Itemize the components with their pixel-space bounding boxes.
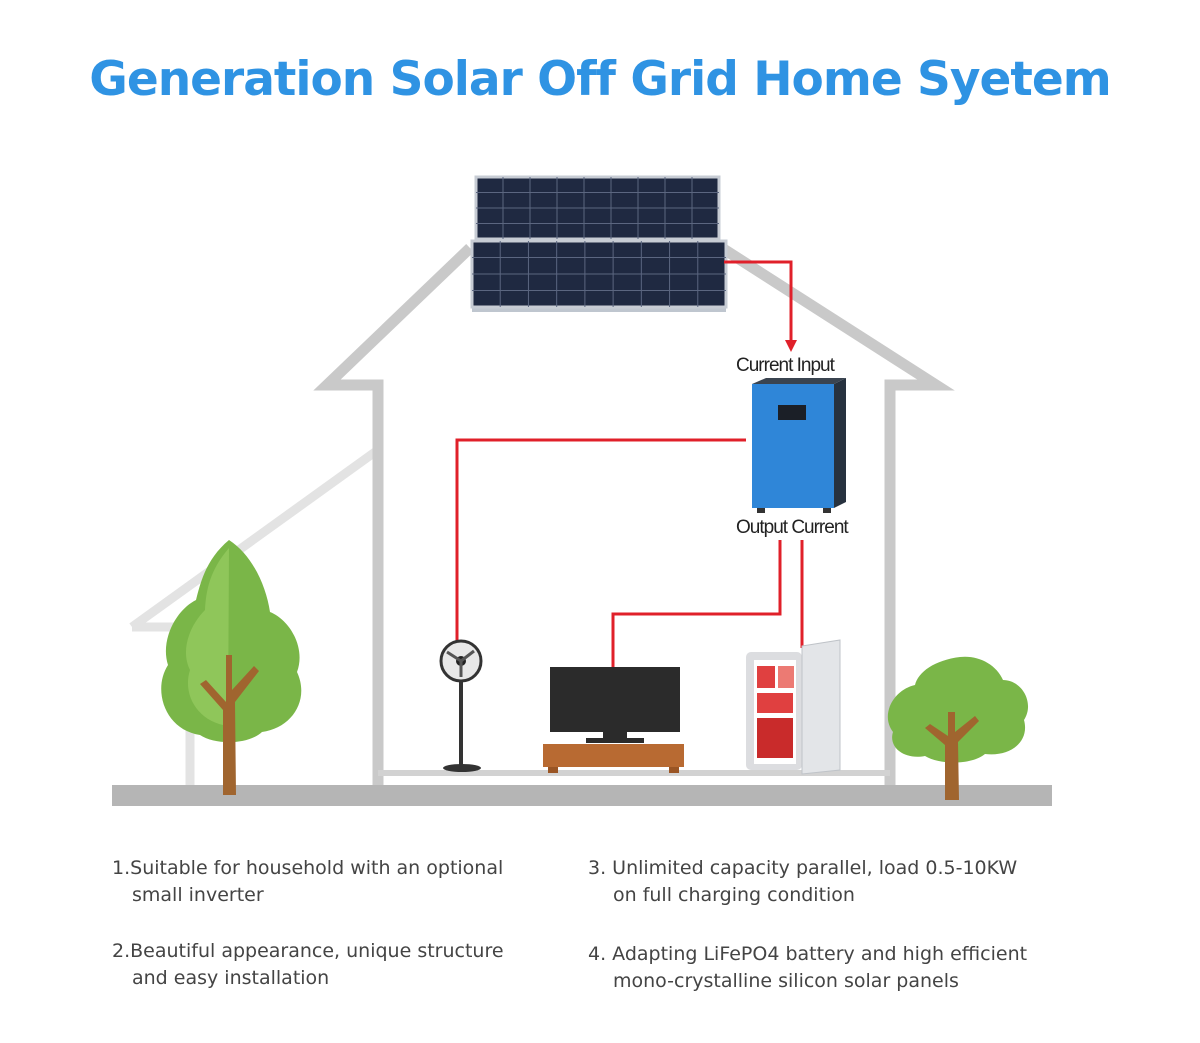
floor-line: [378, 770, 890, 776]
current-input-label: Current Input: [736, 355, 835, 376]
feature-text-line2: on full charging condition: [613, 884, 855, 906]
feature-number: 2.: [112, 940, 131, 962]
feature-text-line1: Suitable for household with an optional: [130, 857, 504, 879]
feature-number: 4.: [588, 943, 613, 965]
tree-icon: [887, 656, 1029, 800]
output-current-label: Output Current: [736, 517, 849, 538]
tv-icon: [543, 667, 684, 773]
ground: [112, 785, 1052, 806]
feature-text-line2: and easy installation: [132, 967, 330, 989]
feature-text-line2: small inverter: [132, 884, 264, 906]
feature-text-line2: mono-crystalline silicon solar panels: [613, 970, 959, 992]
feature-number: 1.: [112, 857, 131, 879]
tree-icon: [161, 540, 302, 795]
fan-icon: [439, 639, 483, 772]
feature-text-line1: Unlimited capacity parallel, load 0.5-10…: [612, 857, 1018, 879]
feature-text-line1: Beautiful appearance, unique structure: [130, 940, 504, 962]
input-arrow-icon: [785, 340, 797, 352]
feature-2: 2.Beautiful appearance, unique structure…: [112, 938, 504, 992]
feature-text-line1: Adapting LiFePO4 battery and high effici…: [612, 943, 1028, 965]
wiring: [455, 260, 804, 667]
feature-number: 3.: [588, 857, 613, 879]
solar-panel-icon: [470, 175, 728, 312]
feature-1: 1.Suitable for household with an optiona…: [112, 855, 503, 909]
feature-3: 3. Unlimited capacity parallel, load 0.5…: [588, 855, 1017, 909]
house-outline: [313, 243, 955, 787]
diagram-title: Generation Solar Off Grid Home Syetem: [89, 52, 1112, 107]
inverter-icon: [752, 378, 846, 513]
feature-4: 4. Adapting LiFePO4 battery and high eff…: [588, 941, 1027, 995]
fridge-icon: [746, 639, 841, 775]
